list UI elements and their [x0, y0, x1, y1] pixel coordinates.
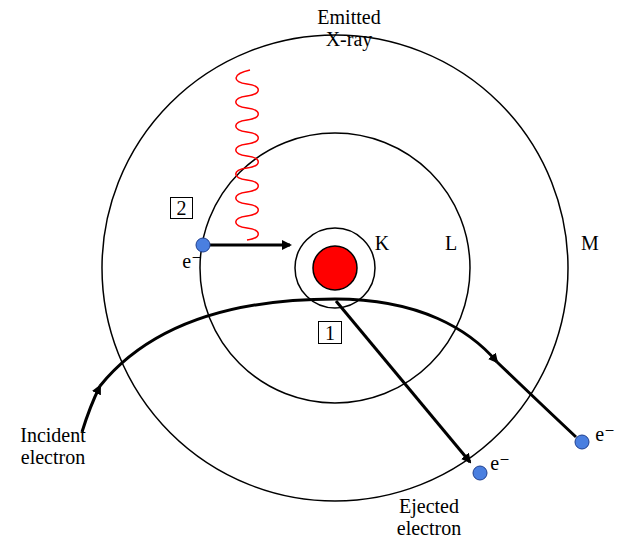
- ejected-path: [336, 301, 470, 462]
- electron-dot: [473, 466, 487, 480]
- electron-dot: [196, 238, 210, 252]
- shell-label: K: [372, 232, 392, 254]
- incident-path: [100, 299, 497, 386]
- electron-label: e⁻: [181, 250, 203, 272]
- m-shell: [102, 35, 568, 501]
- x-ray-label: Emitted X-ray: [308, 6, 390, 50]
- callout-box: 2: [170, 197, 193, 219]
- callout-number: 2: [177, 198, 187, 218]
- l-shell: [200, 133, 470, 403]
- electron-label: e⁻: [489, 452, 511, 474]
- x-ray-wave: [236, 70, 259, 240]
- scattered-path: [497, 362, 576, 437]
- electron-label: e⁻: [594, 423, 616, 445]
- nucleus: [313, 246, 357, 290]
- shell-label: L: [441, 232, 461, 254]
- transition-arrow: [210, 244, 290, 247]
- ejected-label: Ejected electron: [384, 495, 474, 539]
- callout-number: 1: [325, 323, 335, 343]
- electron-dot: [575, 435, 589, 449]
- callout-box: 1: [318, 321, 342, 344]
- shell-label: M: [578, 232, 602, 254]
- k-shell: [295, 228, 375, 308]
- incident-label: Incident electron: [8, 424, 98, 468]
